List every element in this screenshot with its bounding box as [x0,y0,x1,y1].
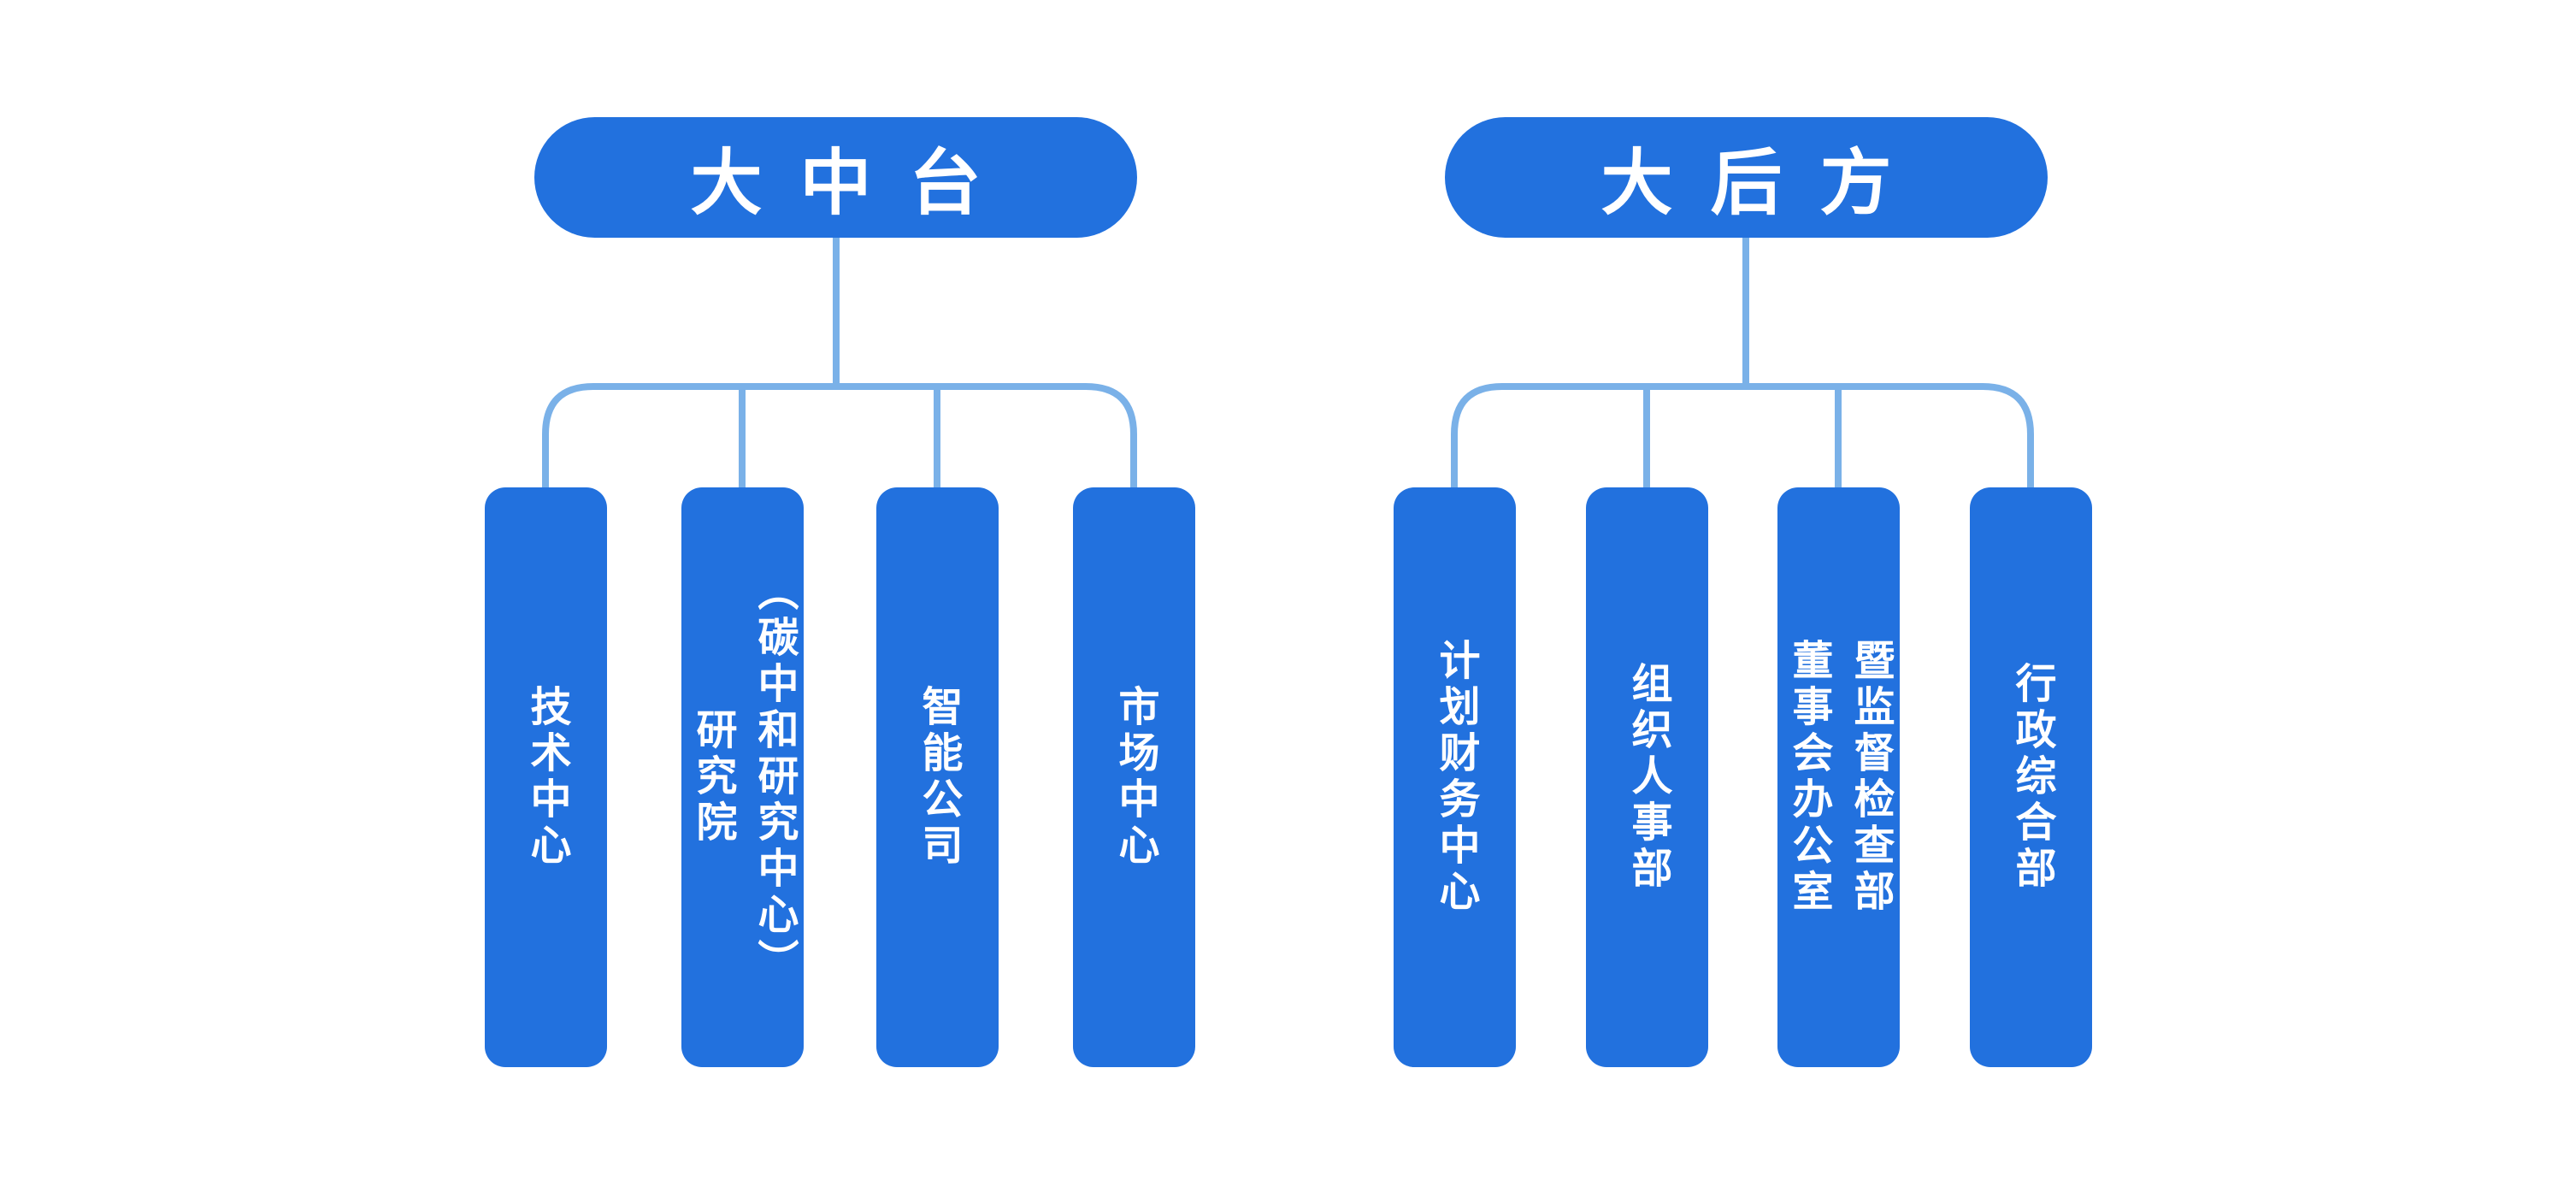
child-label: 研究院 （碳中和研究中心） [689,569,797,985]
header-node-dahoufang: 大后方 [1445,117,2048,238]
child-node-zuzhi-renshi-bu: 组织人事部 [1586,487,1708,1067]
connector-group-left [542,236,1137,489]
header-label: 大中台 [690,143,1019,223]
child-node-jihua-caiwu-zhongxin: 计划财务中心 [1394,487,1516,1067]
child-node-yanjiuyuan: 研究院 （碳中和研究中心） [681,487,804,1067]
child-label: 智能公司 [915,685,961,870]
connector-group-right [1451,236,2034,489]
child-label: 计划财务中心 [1432,639,1478,916]
child-label: 技术中心 [523,685,569,870]
child-label: 董事会办公室 暨监督检查部 [1785,639,1893,916]
child-node-jishu-zhongxin: 技术中心 [485,487,607,1067]
child-node-zhineng-gongsi: 智能公司 [876,487,999,1067]
child-label: 组织人事部 [1624,662,1671,893]
child-node-shichang-zhongxin: 市场中心 [1073,487,1195,1067]
child-node-xingzheng-zonghe-bu: 行政综合部 [1970,487,2092,1067]
child-node-dongshihui-bangongshi: 董事会办公室 暨监督检查部 [1777,487,1900,1067]
connector-bus [1451,383,2034,489]
header-label: 大后方 [1600,143,1930,223]
child-label: 市场中心 [1111,685,1158,870]
connector-bus [542,383,1137,489]
child-label: 行政综合部 [2008,662,2054,893]
header-node-dazhongtai: 大中台 [534,117,1137,238]
